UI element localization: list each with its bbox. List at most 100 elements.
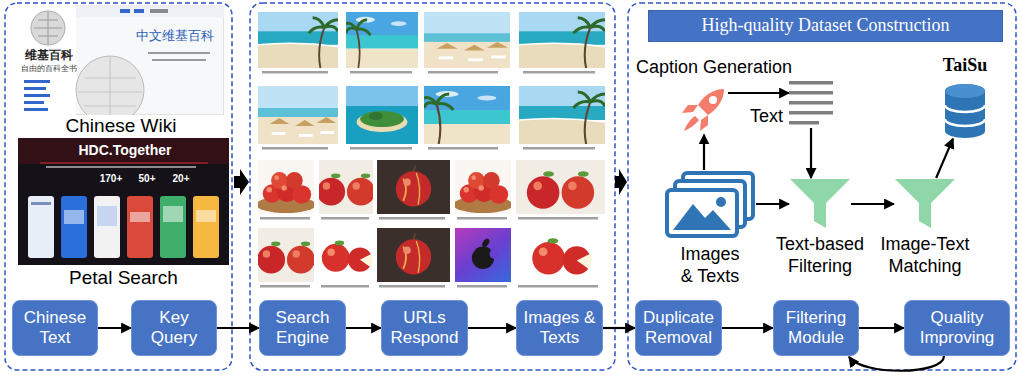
petal-search-photo <box>130 212 150 222</box>
photo-caption-line <box>350 147 412 150</box>
photo-text: 170+ <box>94 173 128 185</box>
icon-label: Caption Generation <box>636 57 814 79</box>
search-result-photo <box>516 224 605 287</box>
search-result-photo <box>424 12 510 68</box>
block-arrow <box>615 169 627 195</box>
photo-text: HDC.Together <box>40 142 210 159</box>
arrow-connector <box>859 327 904 329</box>
petal-search-photo <box>18 138 229 265</box>
search-result-photo <box>375 160 451 214</box>
node-icon <box>789 78 833 128</box>
petal-search-photo <box>61 196 87 258</box>
search-result-photo <box>248 12 605 286</box>
search-result-photo <box>445 228 521 282</box>
node-icon <box>680 85 728 135</box>
images-icon <box>664 170 756 240</box>
process-box: Filtering Module <box>773 300 859 356</box>
text-lines-icon <box>789 78 833 128</box>
wiki-screenshot <box>150 9 168 13</box>
search-result-photo <box>346 86 418 144</box>
petal-search-photo <box>46 166 196 168</box>
box-label: Images & Texts <box>517 308 602 347</box>
search-result-photo <box>308 228 384 282</box>
photo-caption-line <box>523 71 595 74</box>
icon-label: Text-based Filtering <box>771 234 869 277</box>
petal-search-photo <box>163 206 183 222</box>
icon-label: Images & Texts <box>674 244 746 287</box>
rocket-icon <box>680 85 728 135</box>
wiki-screenshot <box>78 56 142 115</box>
petal-search-photo <box>196 210 216 222</box>
process-box: Chinese Text <box>12 300 98 356</box>
photo-caption-line <box>321 285 369 288</box>
icon-label: Image-Text Matching <box>873 234 977 277</box>
wiki-screenshot <box>76 5 224 17</box>
search-result-photo <box>519 12 605 68</box>
petal-search-photo <box>40 163 208 164</box>
search-result-photo <box>346 12 418 68</box>
box-label: Quality Improving <box>905 308 1009 347</box>
node-icon <box>894 178 956 230</box>
header-title: High-quality Dataset Construction <box>702 15 950 37</box>
node-icon <box>945 83 985 139</box>
search-result-photo <box>308 160 384 214</box>
process-box: Images & Texts <box>516 300 603 356</box>
arrow-connector <box>851 203 894 205</box>
header-bar: High-quality Dataset Construction <box>648 10 1003 42</box>
screenshot-text: 中文维基百科 <box>126 28 224 44</box>
image-caption: Petal Search <box>18 267 229 289</box>
arrow-connector <box>468 327 516 329</box>
arrow-connector <box>722 327 773 329</box>
image-caption: Chinese Wiki <box>18 115 224 137</box>
petal-search-photo <box>64 210 84 224</box>
petal-search-photo <box>31 202 51 205</box>
search-result-photo <box>258 86 338 144</box>
photo-caption-line <box>321 217 369 220</box>
search-result-photo <box>516 156 605 219</box>
process-box: Search Engine <box>259 300 346 356</box>
photo-caption-line <box>518 217 598 220</box>
arrow-connector <box>849 356 944 371</box>
icon-node: Text <box>750 78 833 128</box>
photo-caption-line <box>379 217 445 220</box>
dashed-panel <box>5 3 232 370</box>
search-result-photo <box>375 228 451 282</box>
wiki-screenshot <box>152 59 206 61</box>
photo-caption-line <box>523 147 595 150</box>
photo-caption-line <box>350 71 412 74</box>
box-label: Filtering Module <box>774 308 858 347</box>
arrow-connector <box>756 203 789 205</box>
dashed-panel <box>628 3 1016 370</box>
photo-caption-line <box>262 71 328 74</box>
arrow-connector <box>98 327 131 329</box>
process-box: Duplicate Removal <box>635 300 722 356</box>
arrow-connector <box>703 135 705 170</box>
search-result-photo <box>445 160 521 214</box>
wiki-screenshot <box>120 9 130 13</box>
filter-funnel <box>894 178 956 230</box>
wiki-screenshot <box>134 9 144 13</box>
screenshot-text: 自由的百科全书 <box>16 64 82 74</box>
wiki-screenshot <box>148 52 210 54</box>
box-label: Chinese Text <box>13 308 97 347</box>
arrow-connector <box>217 327 259 329</box>
photo-caption-line <box>260 217 310 220</box>
database-icon <box>945 83 985 139</box>
wiki-screenshot <box>31 11 65 45</box>
process-box: URLs Respond <box>381 300 468 356</box>
search-result-photo <box>424 86 510 144</box>
petal-search-photo <box>94 196 120 258</box>
icon-node: Images & Texts <box>655 170 765 287</box>
box-label: URLs Respond <box>382 308 467 347</box>
icon-label: TaiSu <box>936 55 994 77</box>
node-icon <box>789 178 851 230</box>
photo-caption-line <box>428 147 498 150</box>
block-arrow <box>234 169 249 195</box>
photo-caption-line <box>518 285 598 288</box>
box-label: Duplicate Removal <box>636 308 721 347</box>
process-box: Key Query <box>131 300 217 356</box>
search-result-photo <box>248 228 324 282</box>
icon-node: Caption Generation <box>636 57 814 135</box>
photo-caption-line <box>262 147 328 150</box>
screenshot-text: 维基百科 <box>20 48 78 62</box>
